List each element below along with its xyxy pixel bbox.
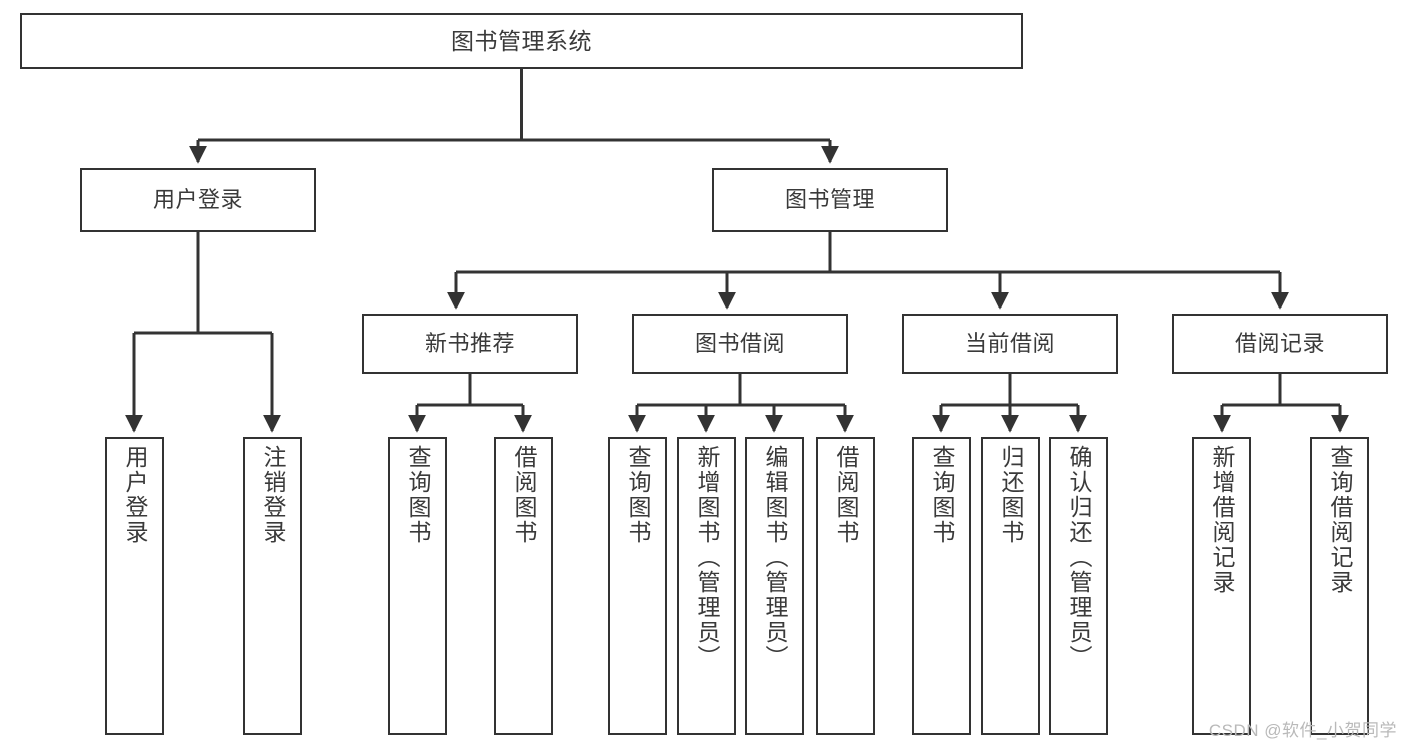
node-label: 注销登录 [260, 445, 286, 545]
node-label: 借阅图书 [833, 445, 859, 545]
node-label: 用户登录 [122, 445, 148, 545]
node-label: 新书推荐 [424, 331, 515, 357]
watermark-text: CSDN @软件_小贺同学 [1208, 721, 1397, 740]
node-label: 图书管理系统 [451, 27, 592, 54]
node-leaf-logout-login[interactable]: 注销登录 [243, 437, 302, 735]
node-book-management[interactable]: 图书管理 [712, 168, 948, 232]
node-current-borrow[interactable]: 当前借阅 [902, 314, 1118, 374]
node-label: 查询图书 [929, 445, 955, 545]
node-leaf-query-book-2[interactable]: 查询图书 [608, 437, 667, 735]
node-leaf-borrow-book-1[interactable]: 借阅图书 [494, 437, 553, 735]
node-label: 图书借阅 [694, 331, 785, 357]
node-leaf-confirm-return[interactable]: 确认归还（管理员） [1049, 437, 1108, 735]
node-label: 用户登录 [152, 187, 243, 213]
node-label: 编辑图书（管理员） [762, 445, 788, 670]
node-label: 归还图书 [998, 445, 1024, 545]
node-leaf-borrow-book-2[interactable]: 借阅图书 [816, 437, 875, 735]
node-new-book-recommend[interactable]: 新书推荐 [362, 314, 578, 374]
node-root-book-management-system[interactable]: 图书管理系统 [20, 13, 1023, 69]
node-leaf-query-record[interactable]: 查询借阅记录 [1310, 437, 1369, 735]
node-label: 确认归还（管理员） [1066, 445, 1092, 670]
node-label: 查询借阅记录 [1327, 445, 1353, 595]
node-borrow-record[interactable]: 借阅记录 [1172, 314, 1388, 374]
node-label: 新增图书（管理员） [694, 445, 720, 670]
node-leaf-add-record[interactable]: 新增借阅记录 [1192, 437, 1251, 735]
node-leaf-user-login[interactable]: 用户登录 [105, 437, 164, 735]
node-leaf-edit-book[interactable]: 编辑图书（管理员） [745, 437, 804, 735]
node-book-borrow[interactable]: 图书借阅 [632, 314, 848, 374]
node-label: 查询图书 [405, 445, 431, 545]
node-leaf-add-book[interactable]: 新增图书（管理员） [677, 437, 736, 735]
node-user-login[interactable]: 用户登录 [80, 168, 316, 232]
node-leaf-query-book-1[interactable]: 查询图书 [388, 437, 447, 735]
node-label: 图书管理 [784, 187, 875, 213]
node-label: 新增借阅记录 [1209, 445, 1235, 595]
node-label: 查询图书 [625, 445, 651, 545]
node-label: 借阅记录 [1234, 331, 1325, 357]
node-leaf-return-book[interactable]: 归还图书 [981, 437, 1040, 735]
node-leaf-query-book-3[interactable]: 查询图书 [912, 437, 971, 735]
node-label: 借阅图书 [511, 445, 537, 545]
node-label: 当前借阅 [964, 331, 1055, 357]
